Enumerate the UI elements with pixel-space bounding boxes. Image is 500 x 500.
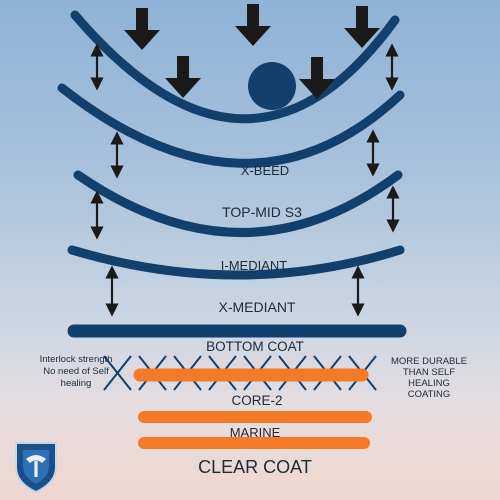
down-arrow-icon [235, 4, 271, 46]
note-right-4: COATING [408, 389, 451, 400]
label-bottom-coat: BOTTOM COAT [206, 339, 304, 354]
down-arrow-icon [299, 57, 335, 99]
ball-icon [248, 62, 296, 110]
label-clear-coat: CLEAR COAT [198, 457, 312, 477]
down-arrow-icon [344, 6, 380, 48]
note-right-3: HEALING [408, 378, 450, 389]
note-left-1: Interlock strength [40, 354, 113, 365]
layer-curve-fourth [67, 245, 405, 280]
label-core: CORE-2 [231, 393, 282, 408]
note-left-3: healing [61, 378, 92, 389]
layer-curve-third [73, 170, 403, 237]
shield-logo-icon [15, 442, 57, 494]
label-x-mediant: X-MEDIANT [219, 299, 296, 315]
note-right-2: THAN SELF [403, 367, 455, 378]
note-right-1: MORE DURABLE [391, 356, 467, 367]
down-arrow-icon [165, 56, 201, 98]
label-top-mid: TOP-MID S3 [222, 204, 302, 220]
down-arrow-icon [124, 8, 160, 50]
label-marine: MARINE [230, 425, 281, 440]
note-left-2: No need of Self [43, 366, 109, 377]
label-i-mediant: I-MEDIANT [221, 258, 288, 273]
label-x-beed: X-BEED [241, 163, 289, 178]
layer-curve-second [57, 83, 405, 168]
layer-curve-top [70, 10, 400, 124]
